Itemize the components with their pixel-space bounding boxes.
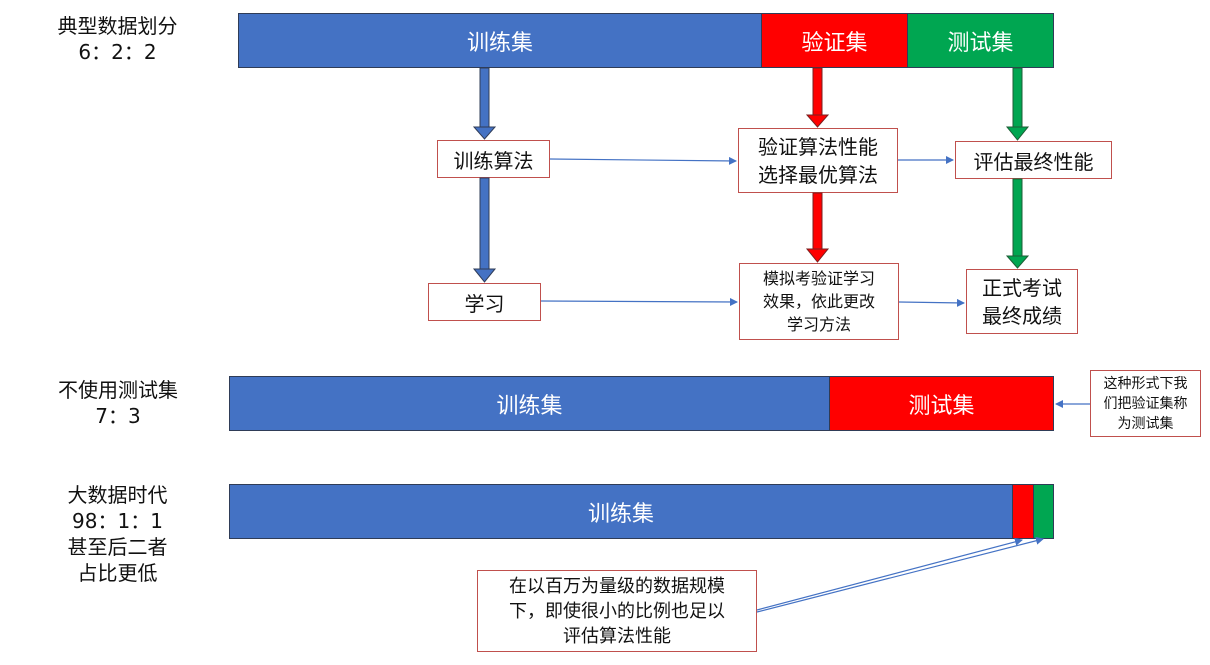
section1-label: 典型数据划分 6：2：2 [40,13,195,65]
segment-train: 训练集 [239,14,762,67]
note-big-data-line3: 评估算法性能 [563,625,671,647]
box-train-algorithm: 训练算法 [437,140,550,178]
arrow-validation-to-validate [805,67,830,128]
connector-bignote-to-test [756,536,1044,613]
box-validate-line1: 验证算法性能 [758,134,878,159]
arrow-evaluate-to-final [1005,178,1030,269]
section2-label: 不使用测试集 7：3 [38,377,198,429]
arrow-algorithm-to-learn [472,177,497,283]
segment-validation: 验证集 [762,14,908,67]
note-big-data: 在以百万为量级的数据规模 下，即使很小的比例也足以 评估算法性能 [477,570,757,652]
segment-test-1 [1034,485,1053,538]
box-final-exam: 正式考试 最终成绩 [966,269,1078,334]
note-validation-line2: 们把验证集称 [1103,395,1188,412]
segment-train-98-label: 训练集 [587,501,654,527]
box-mock-line1: 模拟考验证学习 [762,269,875,288]
segment-train-98: 训练集 [230,485,1013,538]
connector-algo-to-validate [549,156,737,165]
segment-test-label: 测试集 [947,30,1014,56]
box-mock-line2: 效果，依此更改 [762,292,875,311]
split-bar-6-2-2: 训练集 验证集 测试集 [238,13,1054,68]
segment-test-3-label: 测试集 [908,393,975,419]
box-learn-text: 学习 [464,291,505,316]
box-evaluate-final: 评估最终性能 [955,141,1112,179]
section3-label-line4: 占比更低 [77,561,158,585]
segment-validation-1 [1013,485,1034,538]
note-validation-line3: 为测试集 [1117,415,1174,432]
arrow-test-to-evaluate [1005,67,1030,141]
split-bar-98-1-1: 训练集 [229,484,1054,539]
connector-learn-to-mock [540,297,738,306]
note-validation-line1: 这种形式下我 [1103,375,1188,392]
section3-label-line1: 大数据时代 [67,483,168,507]
box-validate-algorithm: 验证算法性能 选择最优算法 [738,128,898,193]
segment-train-label: 训练集 [466,30,533,56]
note-big-data-line1: 在以百万为量级的数据规模 [509,575,725,597]
box-mock-exam: 模拟考验证学习 效果，依此更改 学习方法 [739,263,899,340]
section3-label-line3: 甚至后二者 [67,535,168,559]
connector-mock-to-final [898,298,965,307]
segment-test: 测试集 [908,14,1053,67]
section1-label-line2: 6：2：2 [78,40,157,64]
segment-train-7: 训练集 [230,377,830,430]
split-bar-7-3: 训练集 测试集 [229,376,1054,431]
note-validation-as-test: 这种形式下我 们把验证集称 为测试集 [1090,370,1201,437]
arrow-train-to-algorithm [472,67,497,140]
box-learn: 学习 [428,283,541,321]
section2-label-line2: 7：3 [95,404,141,428]
segment-train-7-label: 训练集 [496,393,563,419]
section3-label: 大数据时代 98：1：1 甚至后二者 占比更低 [45,482,190,586]
arrow-validate-to-mock [805,192,830,263]
box-mock-line3: 学习方法 [786,315,851,334]
section2-label-line1: 不使用测试集 [58,378,178,402]
box-evaluate-final-text: 评估最终性能 [973,149,1094,174]
box-validate-line2: 选择最优算法 [758,162,878,187]
box-train-algorithm-text: 训练算法 [453,148,534,173]
box-final-exam-line1: 正式考试 [982,275,1062,300]
segment-test-3: 测试集 [830,377,1053,430]
box-final-exam-line2: 最终成绩 [982,303,1062,328]
segment-validation-label: 验证集 [801,30,868,56]
section3-label-line2: 98：1：1 [72,509,163,533]
section1-label-line1: 典型数据划分 [57,14,178,38]
note-big-data-line2: 下，即使很小的比例也足以 [509,600,725,622]
connector-bignote-to-validation [756,537,1023,611]
